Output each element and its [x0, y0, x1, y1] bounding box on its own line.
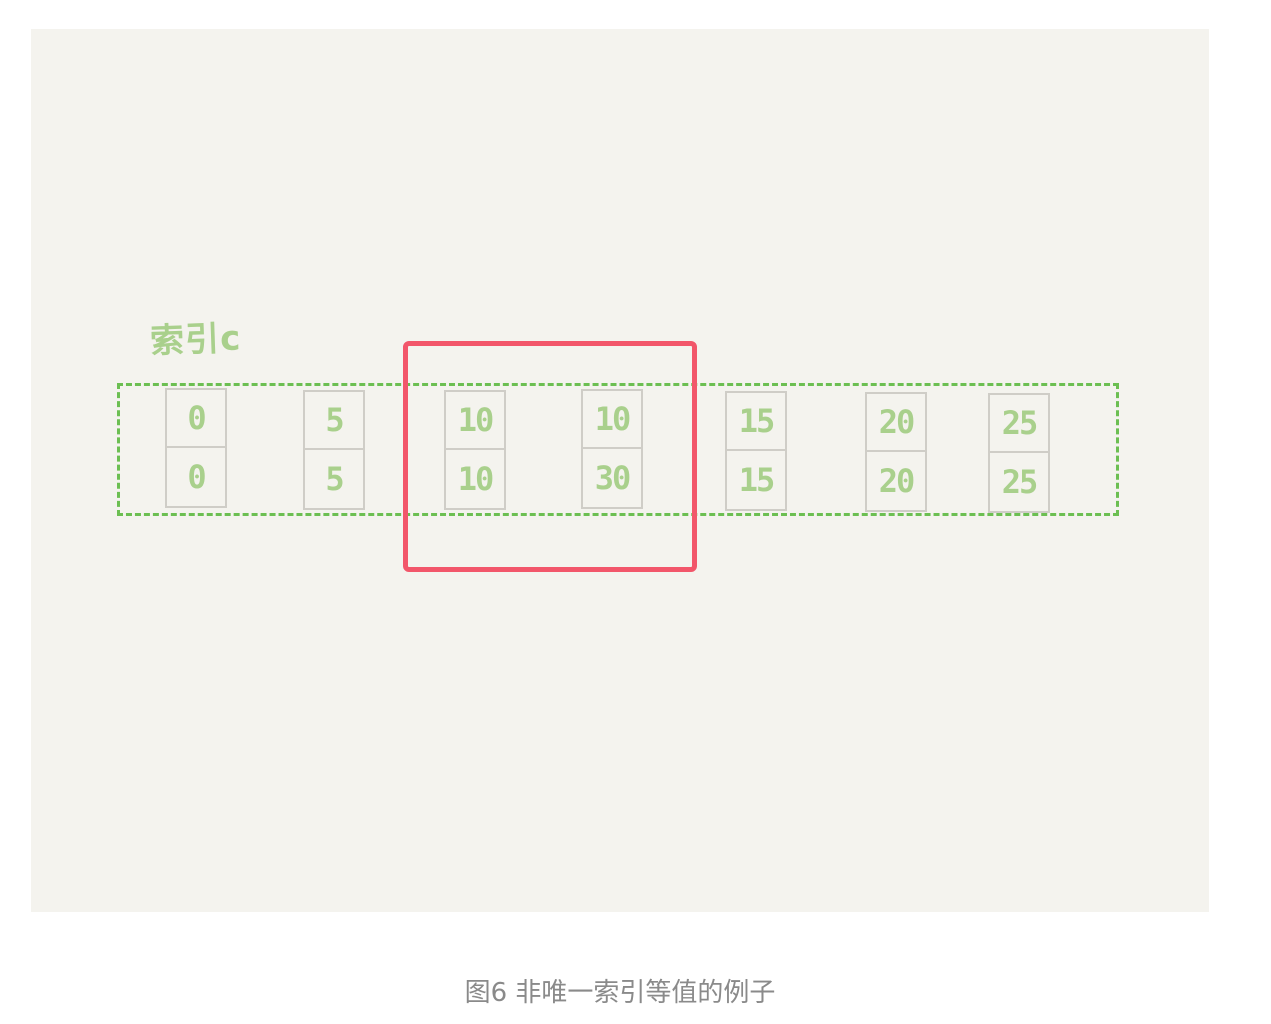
figure-caption: 图6 非唯一索引等值的例子	[464, 978, 776, 1008]
index-entry: 25 25	[988, 393, 1050, 513]
entry-id: 25	[1001, 463, 1039, 501]
index-entry: 0 0	[165, 388, 227, 508]
entry-id: 30	[594, 459, 632, 497]
index-c-boundary	[117, 383, 1119, 516]
equal-value-highlight-box	[403, 341, 697, 572]
index-entry: 5 5	[303, 390, 365, 510]
index-c-label: 索引c	[149, 318, 242, 362]
entry-key: 10	[583, 391, 641, 449]
entry-id: 20	[878, 462, 916, 500]
entry-key: 20	[867, 394, 925, 452]
entry-key: 15	[727, 393, 785, 451]
entry-key: 10	[446, 392, 504, 450]
entry-key: 0	[167, 390, 225, 448]
diagram-canvas	[31, 29, 1209, 912]
index-entry: 20 20	[865, 392, 927, 512]
entry-id: 5	[325, 460, 344, 498]
index-entry: 10 10	[444, 390, 506, 510]
entry-id: 10	[457, 460, 495, 498]
entry-id: 15	[738, 461, 776, 499]
entry-id: 0	[187, 458, 206, 496]
entry-key: 5	[305, 392, 363, 450]
index-entry: 15 15	[725, 391, 787, 511]
entry-key: 25	[990, 395, 1048, 453]
index-entry: 10 30	[581, 389, 643, 509]
